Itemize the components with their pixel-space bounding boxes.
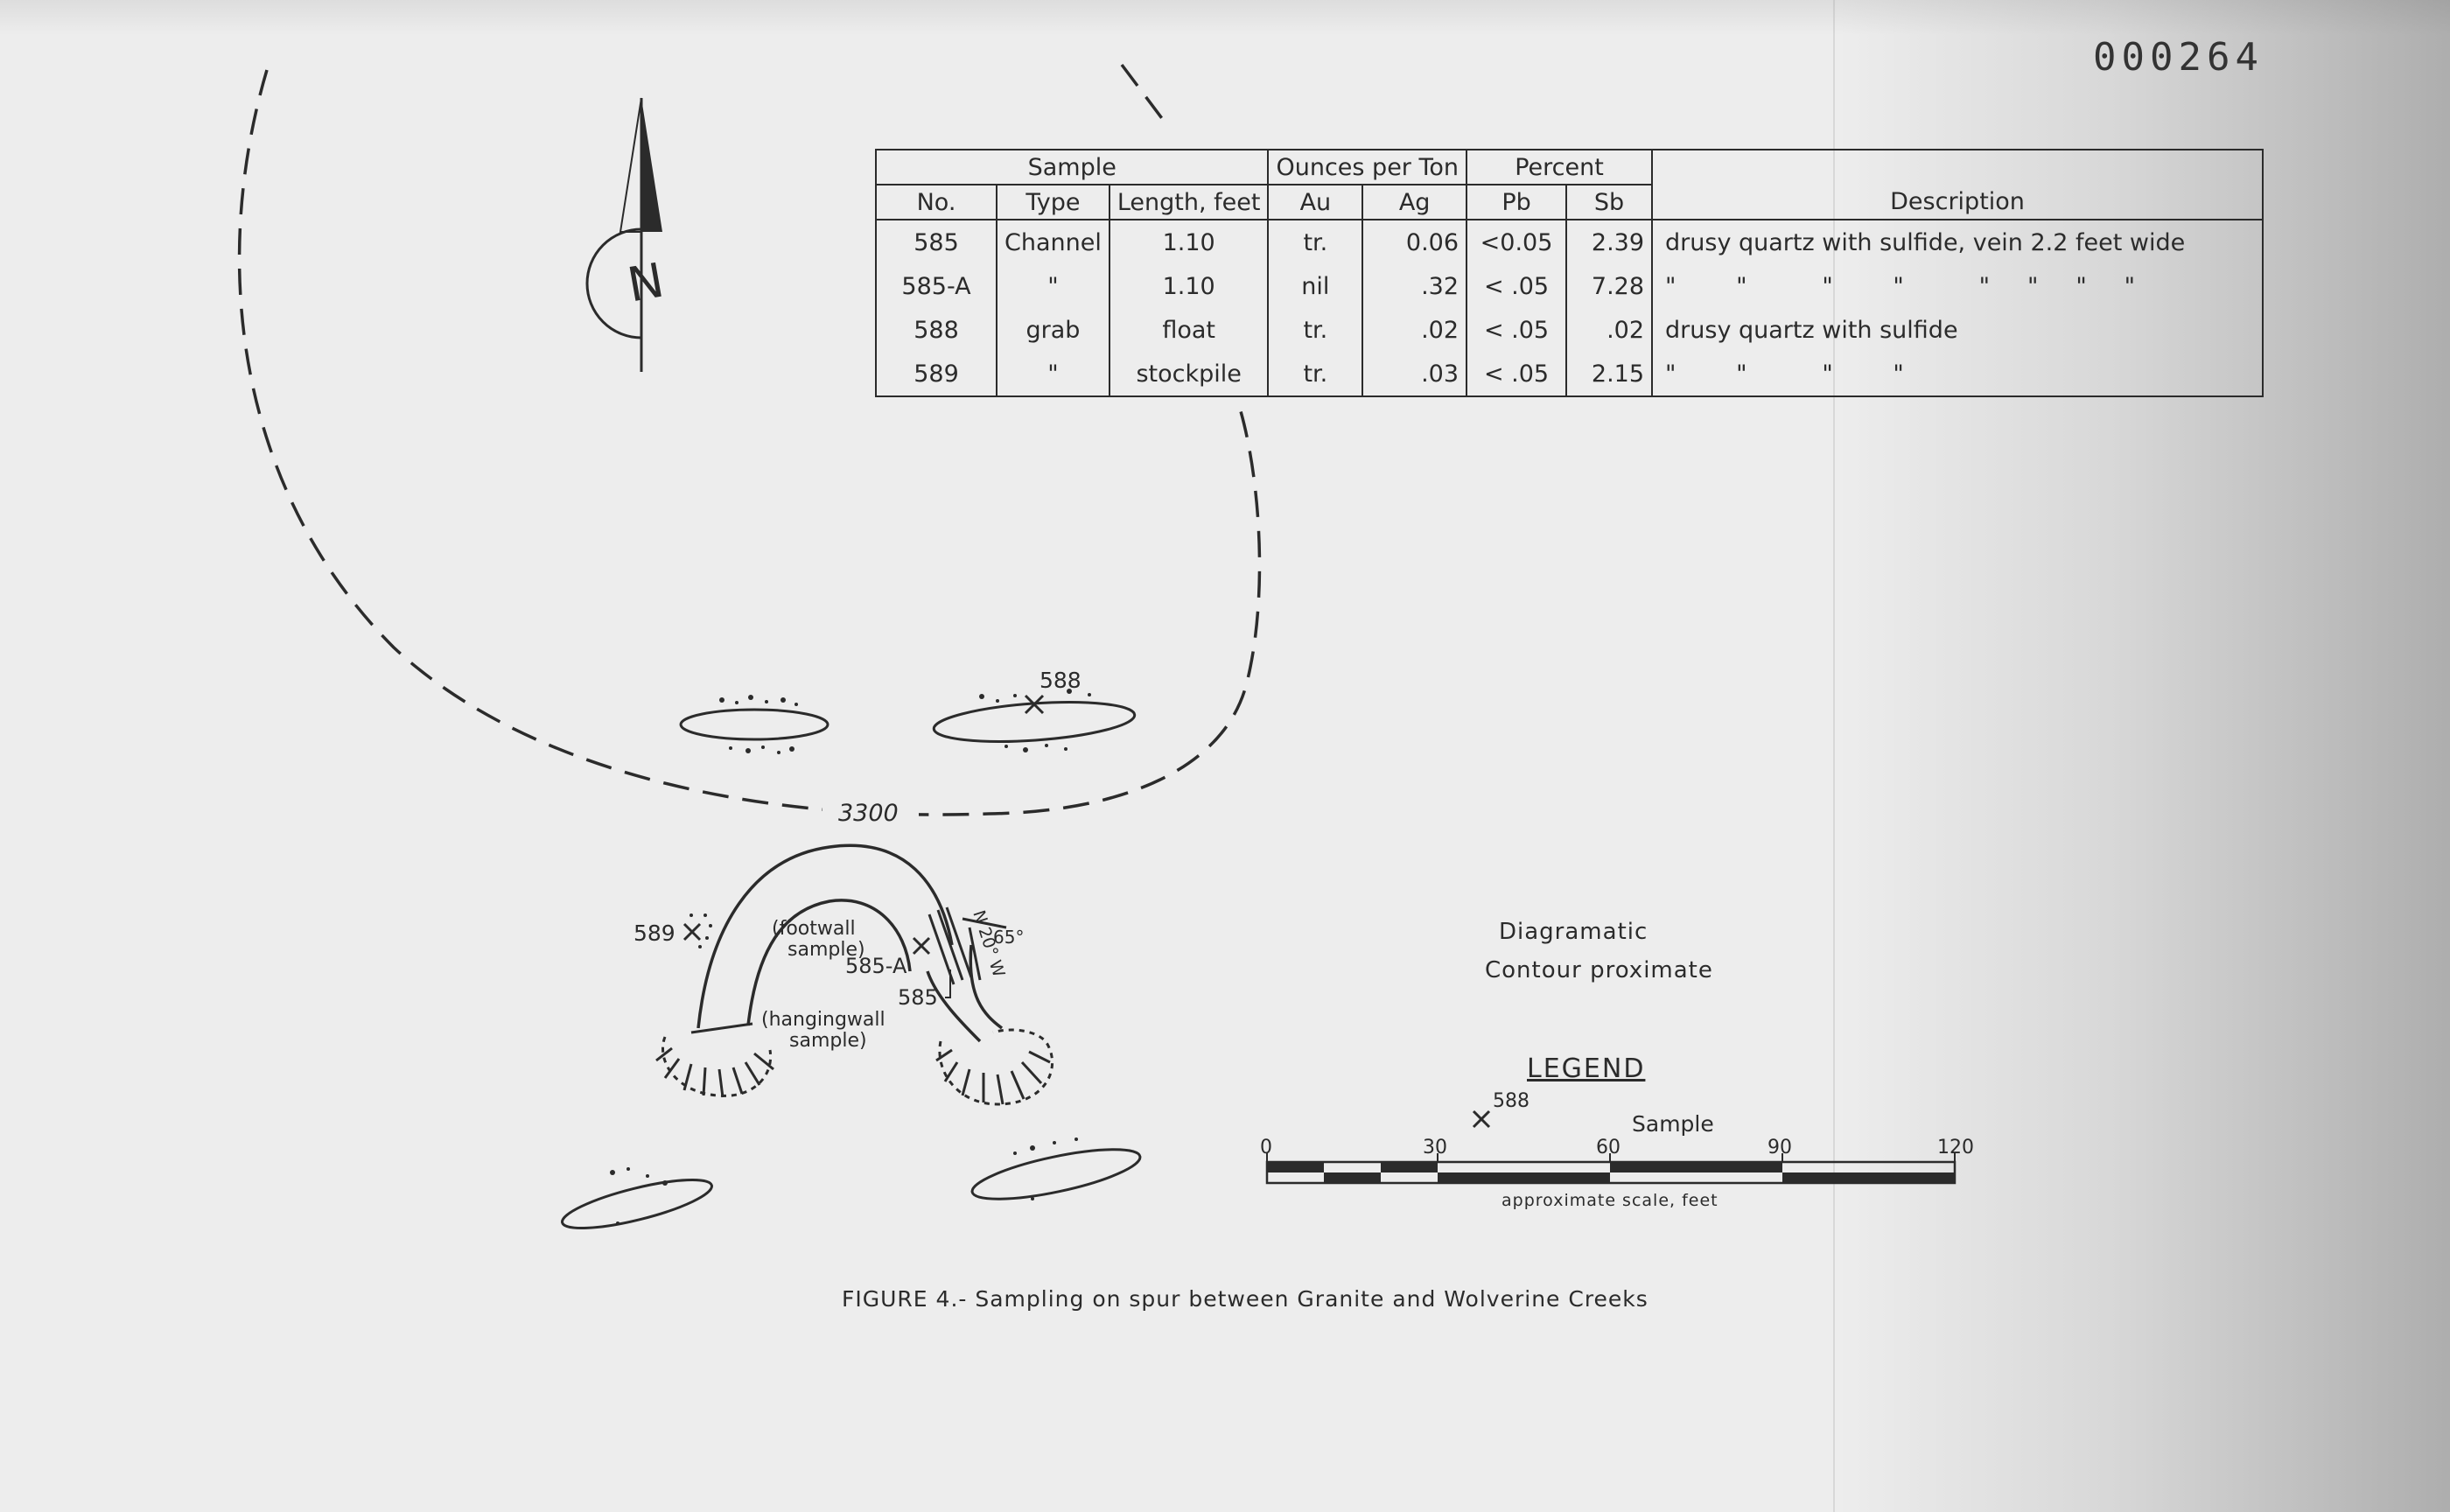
cell-length: float: [1108, 308, 1270, 352]
document-number: 000264: [2093, 35, 2264, 80]
contour-label: 3300: [838, 800, 899, 827]
header-description: Description: [1651, 149, 2264, 220]
cell-description: " " " ": [1651, 352, 2264, 397]
cell-sb: 2.39: [1565, 220, 1654, 264]
sample-588-label: 588: [1040, 668, 1082, 693]
sample-assay-table: Sample Ounces per Ton Percent Descriptio…: [874, 149, 2264, 397]
sample-589-marker: [682, 922, 702, 942]
cell-au: nil: [1267, 264, 1364, 308]
scale-tick-120: 120: [1937, 1137, 1974, 1158]
col-au: Au: [1267, 184, 1364, 220]
scale-bar: [1265, 1153, 1956, 1185]
note-diagramatic: Diagramatic: [1499, 919, 1648, 945]
cell-au: tr.: [1267, 308, 1364, 352]
table-group-header-row: Sample Ounces per Ton Percent Descriptio…: [874, 149, 2264, 220]
footwall-label-2: sample): [788, 939, 865, 961]
header-ounces-per-ton: Ounces per Ton: [1267, 149, 1468, 186]
cell-sb: .02: [1565, 308, 1654, 352]
cell-type: ": [996, 352, 1110, 397]
cell-pb: < .05: [1466, 352, 1568, 397]
outcrop-1: [679, 695, 830, 754]
cell-no: 585: [875, 220, 998, 264]
cell-description: drusy quartz with sulfide, vein 2.2 feet…: [1651, 220, 2264, 264]
col-no: No.: [875, 184, 998, 220]
legend-symbol-label: Sample: [1632, 1111, 1714, 1137]
cell-description: " " " " " " " ": [1651, 264, 2264, 308]
cell-sb: 2.15: [1565, 352, 1654, 397]
hangingwall-label-2: sample): [789, 1030, 867, 1052]
dump-right: [935, 1028, 1054, 1106]
scale-label: approximate scale, feet: [1502, 1191, 1718, 1210]
sample-585-leader: [945, 970, 951, 998]
cell-sb: 7.28: [1565, 264, 1654, 308]
sample-588-marker: [1024, 694, 1045, 715]
hangingwall-label-1: (hangingwall: [761, 1009, 886, 1031]
dump-left: [655, 1022, 774, 1098]
cell-type: grab: [996, 308, 1110, 352]
table-column-header-row: No. Type Length, feet Au Ag Pb Sb: [875, 184, 2263, 220]
cell-no: 589: [875, 352, 998, 397]
cell-ag: .02: [1362, 308, 1468, 352]
paper-fold-line: [1833, 0, 1835, 1512]
cell-description: drusy quartz with sulfide: [1651, 308, 2264, 352]
cell-ag: 0.06: [1362, 220, 1468, 264]
trench: [696, 844, 1004, 1043]
cell-length: 1.10: [1108, 220, 1270, 264]
cell-au: tr.: [1267, 220, 1364, 264]
cell-no: 585-A: [875, 264, 998, 308]
footwall-label-1: (footwall: [772, 918, 856, 940]
note-contour-proximate: Contour proximate: [1485, 957, 1713, 984]
cell-type: ": [996, 264, 1110, 308]
sample-585-label: 585: [898, 985, 938, 1010]
table-row: 585-A " 1.10 nil .32 < .05 7.28 " " " " …: [875, 264, 2264, 308]
contour-line: [237, 69, 1262, 816]
north-label: N: [624, 252, 668, 312]
cell-pb: <0.05: [1466, 220, 1568, 264]
col-pb: Pb: [1466, 184, 1568, 220]
cell-ag: .32: [1362, 264, 1468, 308]
table-row: 588 grab float tr. .02 < .05 .02 drusy q…: [875, 308, 2264, 352]
scale-tick-90: 90: [1768, 1137, 1792, 1158]
outcrop-4: [970, 1138, 1142, 1200]
header-sample: Sample: [874, 149, 1270, 186]
legend-sample-symbol-icon: [1472, 1110, 1491, 1129]
scale-tick-0: 0: [1260, 1137, 1272, 1158]
cell-length: stockpile: [1108, 352, 1270, 397]
outcrop-3: [561, 1167, 713, 1230]
cell-ag: .03: [1362, 352, 1468, 397]
header-percent: Percent: [1466, 149, 1654, 186]
sample-589-stockpile: [690, 914, 712, 948]
legend-symbol-number: 588: [1493, 1090, 1530, 1112]
sample-589-label: 589: [634, 920, 676, 946]
outcrop-2: [932, 689, 1137, 752]
cell-length: 1.10: [1108, 264, 1270, 308]
col-length: Length, feet: [1108, 184, 1270, 220]
table-row: 585 Channel 1.10 tr. 0.06 <0.05 2.39 dru…: [875, 220, 2264, 264]
cell-pb: < .05: [1466, 264, 1568, 308]
dip-label: 65°: [993, 927, 1024, 948]
north-arrow-icon: [585, 97, 662, 372]
cell-type: Channel: [996, 220, 1110, 264]
figure-caption: FIGURE 4.- Sampling on spur between Gran…: [842, 1286, 1648, 1312]
contour-line-top: [1120, 63, 1168, 126]
col-sb: Sb: [1565, 184, 1654, 220]
cell-au: tr.: [1267, 352, 1364, 397]
cell-pb: < .05: [1466, 308, 1568, 352]
col-type: Type: [996, 184, 1110, 220]
scale-tick-30: 30: [1423, 1137, 1447, 1158]
sample-585a-marker: [912, 936, 931, 956]
sample-585a-label: 585-A: [845, 954, 907, 978]
col-ag: Ag: [1362, 184, 1468, 220]
scale-tick-60: 60: [1596, 1137, 1620, 1158]
table-row: 589 " stockpile tr. .03 < .05 2.15 " " "…: [875, 352, 2264, 397]
legend-title: LEGEND: [1527, 1054, 1646, 1084]
cell-no: 588: [875, 308, 998, 352]
